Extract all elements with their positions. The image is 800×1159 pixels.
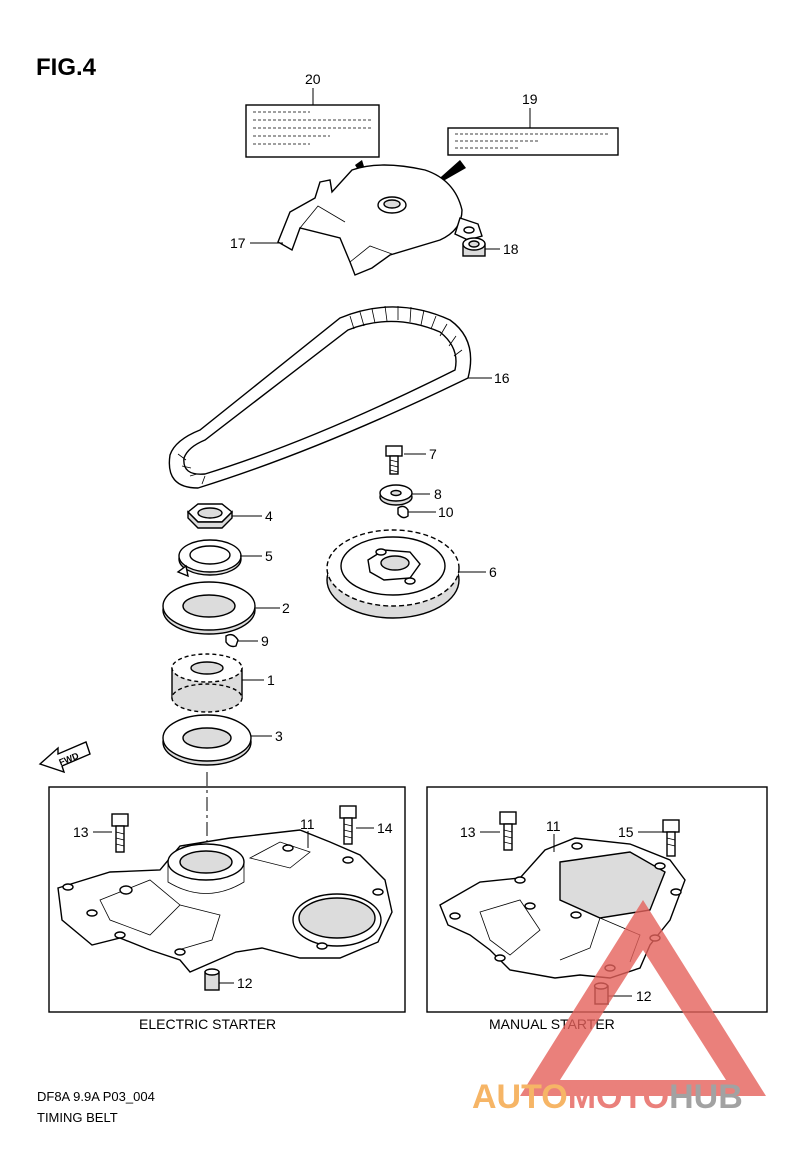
callout-15: 15 <box>618 824 634 840</box>
electric-starter-caption: ELECTRIC STARTER <box>139 1016 276 1032</box>
key-9 <box>225 633 239 648</box>
callout-14: 14 <box>377 820 393 836</box>
callout-19: 19 <box>522 91 538 107</box>
bolt-7 <box>385 445 403 475</box>
bracket-11-electric <box>57 829 393 973</box>
callout-5: 5 <box>265 548 273 564</box>
callout-18: 18 <box>503 241 519 257</box>
pulley-guide-2 <box>162 581 256 635</box>
label-plate-19 <box>447 108 619 156</box>
bolt-14 <box>339 805 357 845</box>
washer-8 <box>379 484 413 506</box>
callout-3: 3 <box>275 728 283 744</box>
callout-7: 7 <box>429 446 437 462</box>
bolt-15 <box>662 819 680 857</box>
callout-20: 20 <box>305 71 321 87</box>
bolt-13-manual <box>499 811 517 851</box>
electric-starter-panel <box>48 786 406 1013</box>
watermark-moto: MOTO <box>568 1078 669 1116</box>
diagram-name: TIMING BELT <box>37 1110 118 1125</box>
key-10 <box>397 505 409 519</box>
crankshaft-pulley-1 <box>171 653 243 713</box>
timing-belt-16 <box>168 305 472 489</box>
callout-6: 6 <box>489 564 497 580</box>
figure-title: FIG.4 <box>36 54 97 81</box>
belt-cover-17 <box>277 164 483 276</box>
callout-16: 16 <box>494 370 510 386</box>
label-plate-20 <box>245 88 380 158</box>
callout-9: 9 <box>261 633 269 649</box>
callout-8: 8 <box>434 486 442 502</box>
callout-17: 17 <box>230 235 246 251</box>
callout-1: 1 <box>267 672 275 688</box>
svg-text:AUTOMOTOHUB: AUTOMOTOHUB <box>472 1078 743 1116</box>
callout-4: 4 <box>265 508 273 524</box>
callout-12-manual: 12 <box>636 988 652 1004</box>
lock-washer-5 <box>176 539 242 578</box>
callout-11-manual: 11 <box>546 818 561 834</box>
camshaft-pulley-6 <box>326 529 460 619</box>
pulley-guide-3 <box>162 714 252 766</box>
callout-10: 10 <box>438 504 454 520</box>
callout-13-electric: 13 <box>73 824 89 840</box>
watermark-auto: AUTO <box>472 1078 568 1116</box>
callout-11-electric: 11 <box>300 816 315 832</box>
diagram-code: DF8A 9.9A P03_004 <box>37 1089 155 1104</box>
grommet-18 <box>462 237 486 257</box>
callout-12-electric: 12 <box>237 975 253 991</box>
callout-2: 2 <box>282 600 290 616</box>
fwd-arrow-icon: FWD <box>38 741 91 774</box>
callout-13-manual: 13 <box>460 824 476 840</box>
watermark-hub: HUB <box>669 1078 743 1116</box>
watermark-triangle-icon <box>520 900 766 1096</box>
bolt-13-electric <box>111 813 129 853</box>
watermark-logo: AUTOMOTOHUB <box>472 900 766 1116</box>
dowel-12-electric <box>204 968 220 991</box>
nut-4 <box>186 503 234 529</box>
